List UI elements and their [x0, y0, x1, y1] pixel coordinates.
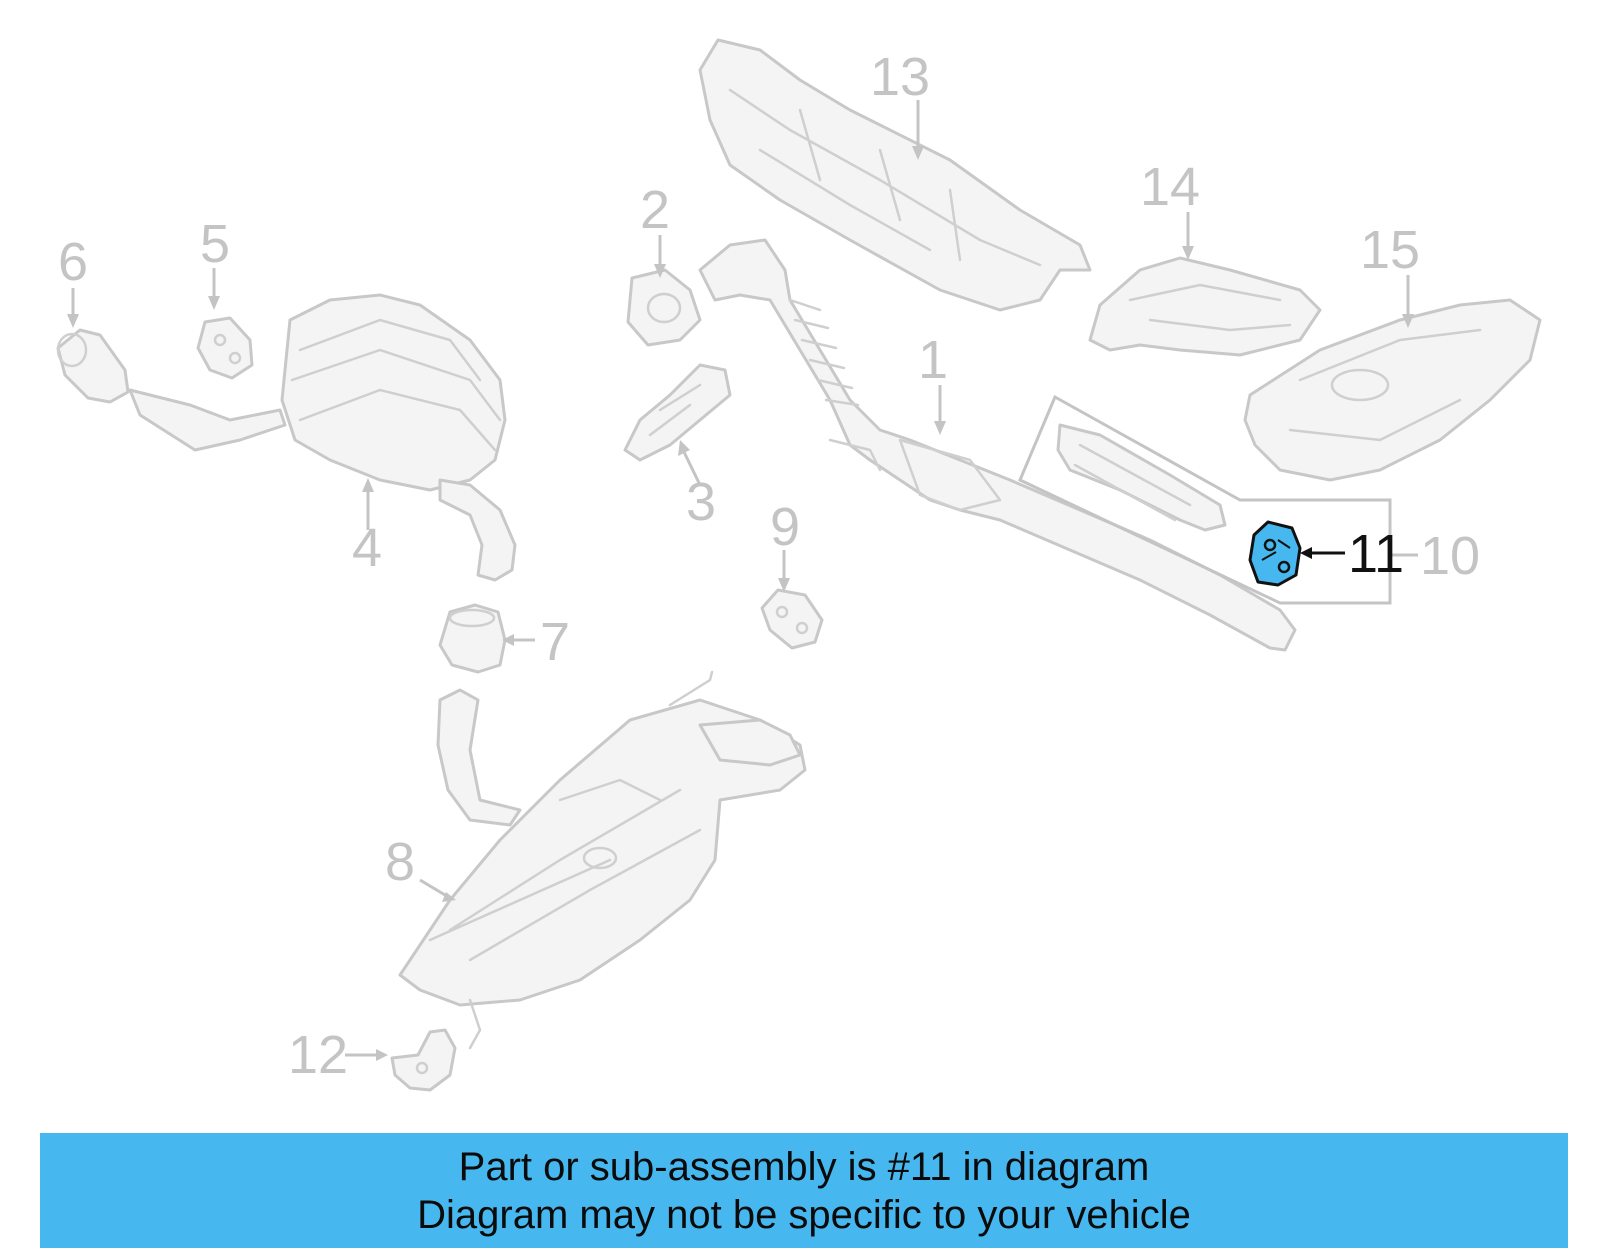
svg-text:10: 10 — [1420, 526, 1480, 586]
callout-5: 5 — [200, 214, 230, 310]
part-12-bracket — [390, 1028, 457, 1092]
part-7-clamp — [438, 603, 507, 674]
svg-text:14: 14 — [1140, 157, 1200, 217]
part-1-front-pipe — [698, 238, 1297, 652]
svg-text:6: 6 — [58, 232, 88, 292]
svg-text:1: 1 — [918, 330, 948, 390]
svg-text:2: 2 — [640, 180, 670, 240]
callout-10: 10 — [1390, 526, 1480, 586]
part-info-banner: Part or sub-assembly is #11 in diagram D… — [40, 1133, 1568, 1248]
svg-text:9: 9 — [770, 497, 800, 557]
callout-11: 11 — [1300, 524, 1404, 584]
callout-13: 13 — [870, 47, 930, 160]
callout-15: 15 — [1360, 220, 1420, 328]
part-13-heat-shield — [698, 38, 1092, 312]
part-5-isolator — [196, 316, 254, 380]
part-11-exhaust-hanger-isolator — [1248, 520, 1302, 587]
svg-text:5: 5 — [200, 214, 230, 274]
part-2-gasket — [626, 268, 702, 347]
part-4-center-muffler — [128, 293, 517, 582]
svg-text:15: 15 — [1360, 220, 1420, 280]
banner-disclaimer-line: Diagram may not be specific to your vehi… — [417, 1192, 1191, 1237]
part-9-isolator — [760, 588, 824, 650]
svg-text:13: 13 — [870, 47, 930, 107]
svg-text:8: 8 — [385, 832, 415, 892]
callout-7: 7 — [502, 612, 570, 672]
part-6-clamp — [56, 328, 130, 404]
callout-14: 14 — [1140, 157, 1200, 260]
part-15-underbody-shield — [1243, 298, 1542, 482]
part-3-bracket — [623, 363, 732, 462]
callout-9: 9 — [770, 497, 800, 592]
callout-3: 3 — [678, 440, 716, 532]
callout-4: 4 — [352, 478, 382, 578]
callout-2: 2 — [640, 180, 670, 278]
part-10-hanger-bracket-box — [1018, 394, 1392, 605]
svg-text:11: 11 — [1348, 524, 1404, 584]
svg-text:7: 7 — [540, 612, 570, 672]
part-14-heat-shield — [1088, 256, 1322, 357]
svg-text:12: 12 — [288, 1025, 348, 1085]
callout-8: 8 — [385, 832, 456, 902]
callout-1: 1 — [918, 330, 948, 435]
part-8-rear-muffler — [398, 670, 807, 1050]
callout-12: 12 — [288, 1025, 388, 1085]
callout-6: 6 — [58, 232, 88, 328]
banner-part-line: Part or sub-assembly is #11 in diagram — [458, 1144, 1150, 1189]
svg-text:3: 3 — [686, 472, 716, 532]
